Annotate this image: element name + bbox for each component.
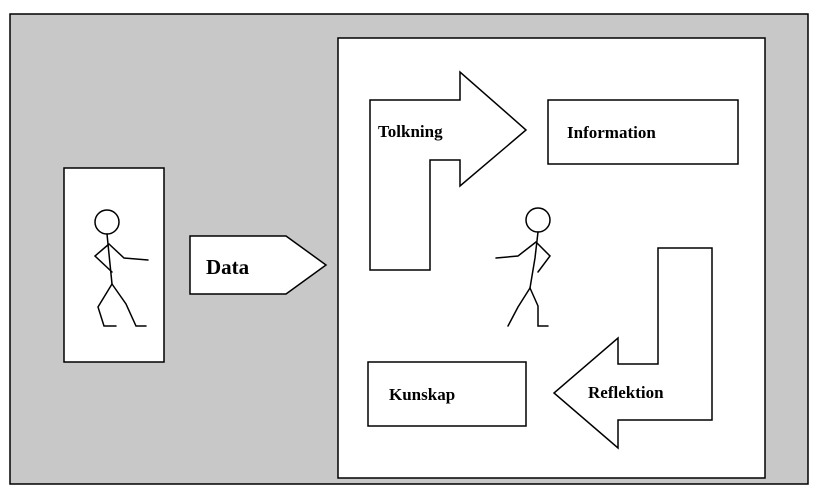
thinker-stick-figure-icon [495, 207, 551, 327]
interpretation-arrow [369, 70, 528, 271]
reflection-label: Reflektion [588, 383, 664, 402]
information-box [547, 99, 739, 165]
data-label: Data [206, 255, 250, 279]
interpretation-label: Tolkning [378, 122, 443, 141]
knowledge-box [367, 361, 527, 427]
observer-box [63, 167, 165, 363]
knowledge-label: Kunskap [389, 385, 455, 404]
data-arrow [189, 235, 328, 295]
observer-stick-figure-icon [93, 209, 149, 327]
reflection-arrow [552, 247, 713, 450]
information-label: Information [567, 123, 656, 142]
